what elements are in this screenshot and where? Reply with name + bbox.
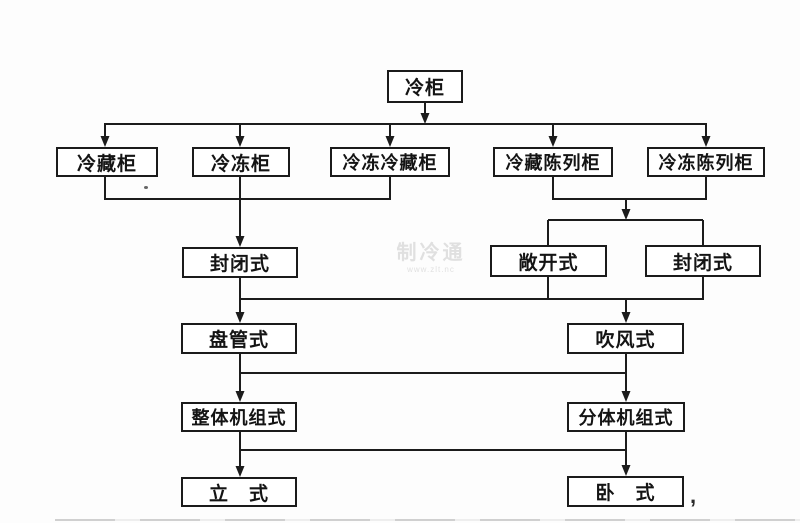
- node-split-unit-type: 分体机组式: [567, 402, 685, 432]
- node-freezer-cold-storage-cabinet: 冷冻冷藏柜: [330, 147, 450, 177]
- comma-artifact: ,: [690, 483, 697, 508]
- node-cold-cabinet: 冷柜: [387, 70, 463, 103]
- node-freezer-display-cabinet: 冷冻陈列柜: [647, 147, 765, 177]
- node-closed-type-left: 封闭式: [182, 247, 298, 278]
- node-forced-air-type: 吹风式: [567, 323, 684, 354]
- node-open-type: 敞开式: [490, 245, 607, 277]
- node-horizontal-type: 卧 式: [567, 476, 684, 507]
- arrowheads: [100, 113, 711, 477]
- node-cold-storage-display-cabinet: 冷藏陈列柜: [493, 147, 613, 177]
- node-freezer-cabinet: 冷冻柜: [192, 147, 290, 177]
- speck-artifact: [144, 186, 148, 189]
- node-vertical-type: 立 式: [181, 477, 297, 507]
- node-cold-storage-cabinet: 冷藏柜: [56, 147, 158, 177]
- scan-smudge-line: [55, 519, 800, 521]
- node-integral-unit-type: 整体机组式: [181, 402, 297, 432]
- node-coil-type: 盘管式: [181, 323, 297, 354]
- node-closed-type-right: 封闭式: [645, 245, 761, 277]
